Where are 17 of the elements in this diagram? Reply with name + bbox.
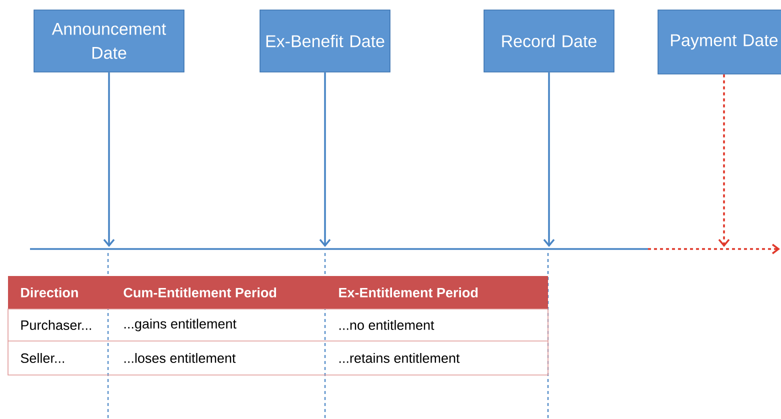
arrow: [718, 74, 730, 247]
table-cell: ...loses entitlement: [124, 353, 236, 363]
date-box: Record Date: [484, 10, 614, 72]
header-cell: Direction: [21, 288, 78, 298]
header-cell: Cum-Entitlement Period: [124, 288, 276, 298]
table-cell: ...retains entitlement: [339, 353, 460, 363]
date-box: Payment Date: [658, 10, 781, 74]
table-cell: ...gains entitlement: [124, 318, 236, 332]
arrow: [543, 72, 555, 247]
date-box: Announcement Date: [34, 10, 184, 72]
table-cell: Purchaser...: [21, 320, 92, 330]
header-cell: Ex-Entitlement Period: [339, 288, 478, 298]
arrow: [319, 72, 331, 247]
table-cell: Seller...: [20, 353, 64, 363]
date-box: Ex-Benefit Date: [260, 10, 390, 72]
arrow: [103, 72, 115, 247]
table-cell: ...no entitlement: [339, 320, 434, 330]
